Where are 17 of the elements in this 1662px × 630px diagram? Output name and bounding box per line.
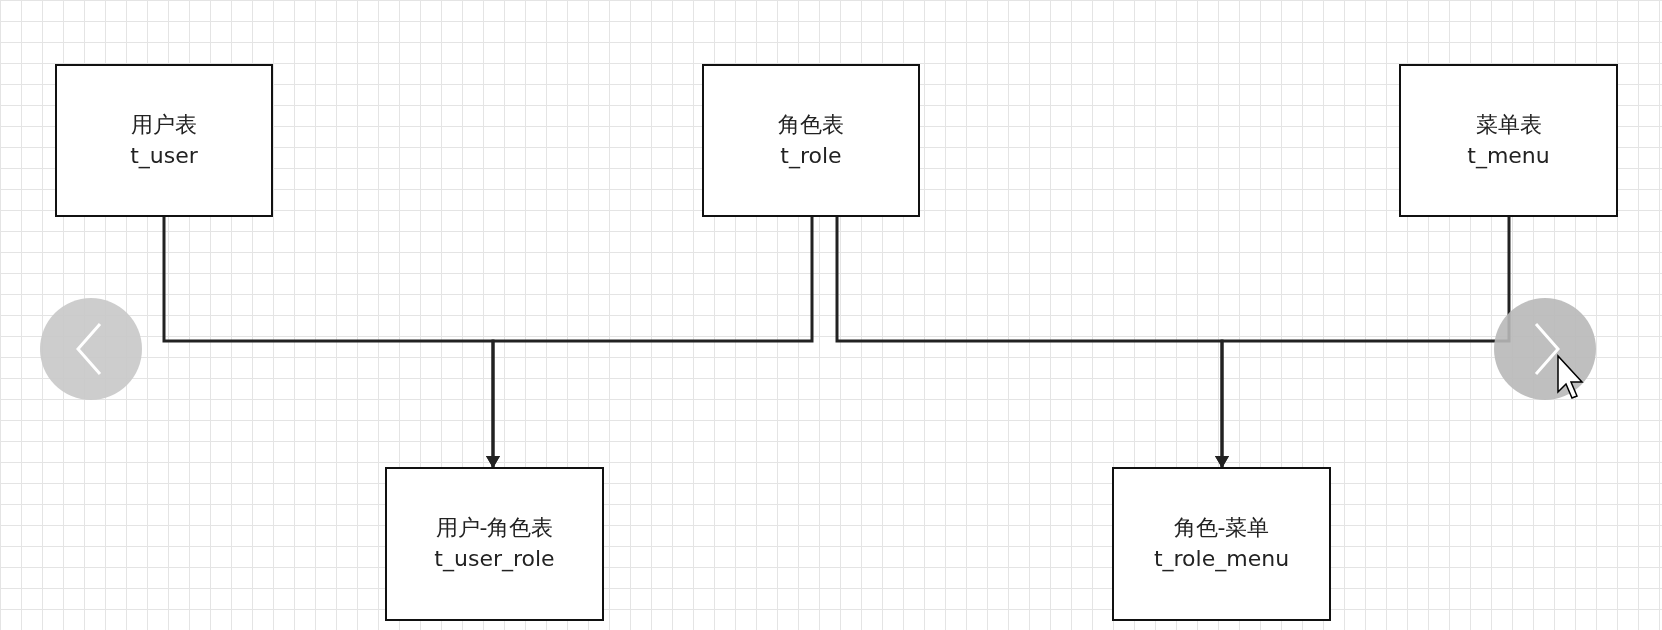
table-name: t_role_menu bbox=[1153, 545, 1290, 574]
connector-arrow bbox=[486, 217, 814, 468]
table-title: 角色表 bbox=[778, 110, 844, 139]
table-title: 用户表 bbox=[131, 110, 197, 139]
table-title: 用户-角色表 bbox=[435, 514, 554, 543]
table-box bbox=[1112, 467, 1331, 621]
table-name: t_user bbox=[130, 141, 198, 171]
connector-arrow bbox=[1215, 217, 1511, 468]
table-name: t_role bbox=[780, 141, 842, 171]
table-box bbox=[385, 467, 604, 621]
table-title: 角色-菜单 bbox=[1173, 514, 1270, 543]
table-title: 菜单表 bbox=[1475, 110, 1542, 139]
table-box bbox=[1399, 64, 1618, 217]
table-name: t_menu bbox=[1467, 141, 1550, 171]
table-name: t_user_role bbox=[434, 545, 555, 574]
table-box bbox=[702, 64, 920, 217]
table-box bbox=[55, 64, 273, 217]
